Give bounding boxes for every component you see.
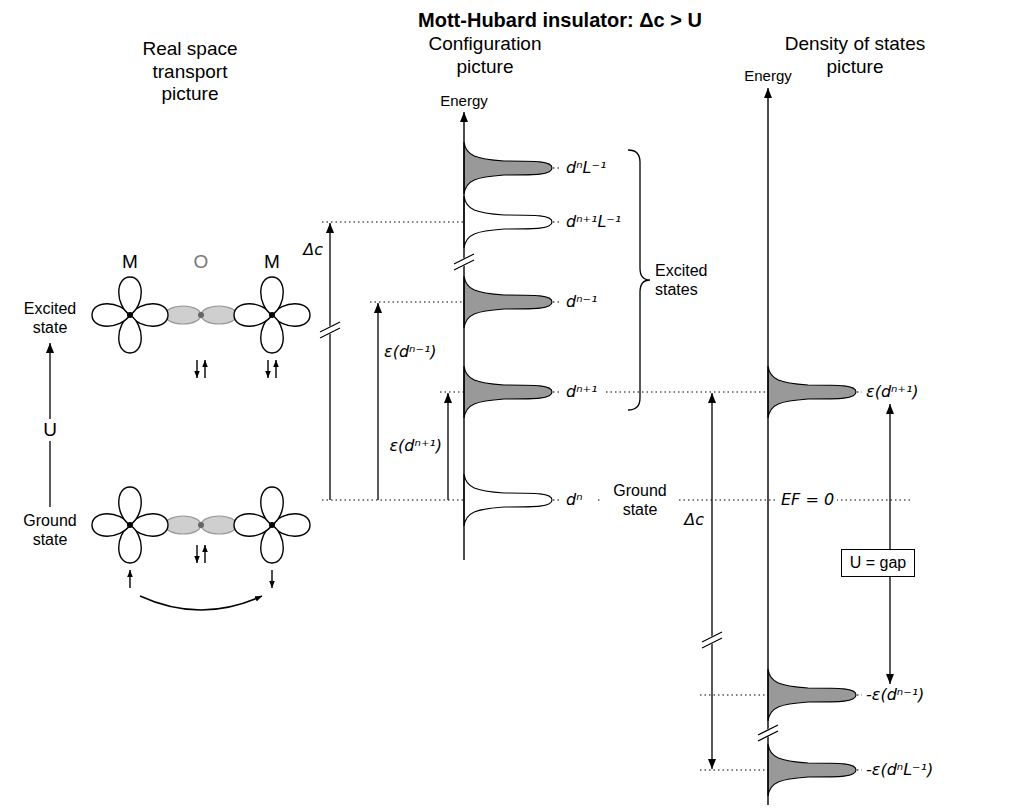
atom-label: M (122, 251, 138, 274)
state-label: Ground state (602, 481, 678, 519)
metal-orbital (234, 487, 310, 563)
energy-arrows (330, 223, 890, 769)
energy-label: ε(dⁿ⁻¹) (384, 342, 437, 361)
configuration-label: dⁿL⁻¹ (566, 158, 606, 177)
configuration-label: dⁿ⁺¹L⁻¹ (566, 212, 621, 231)
state-label: Ground state (10, 511, 90, 549)
energy-axis (463, 112, 464, 560)
axis-label: Energy (440, 92, 488, 110)
metal-orbital (92, 487, 168, 563)
box-text: U = gap (850, 553, 906, 572)
hopping-arrow (140, 596, 262, 610)
bracket (628, 150, 650, 410)
axis-break (758, 725, 778, 741)
oxygen-orbital (165, 306, 237, 324)
level-lines (322, 168, 910, 770)
axis-break (454, 254, 474, 270)
panel-heading: Configuration picture (415, 33, 555, 79)
configuration-label: dⁿ (566, 490, 583, 509)
energy-label: ε(dⁿ⁺¹) (389, 436, 442, 455)
configuration-peaks (464, 142, 552, 526)
atom-label: O (194, 251, 209, 274)
dos-peak-label: ε(dⁿ⁺¹) (866, 382, 919, 401)
axis-label: Energy (744, 67, 792, 85)
energy-label: U (40, 419, 60, 442)
configuration-label: dⁿ⁺¹ (566, 382, 597, 401)
axis-break (320, 322, 340, 338)
diagram-title: Mott-Hubard insulator: Δc > U (418, 8, 702, 32)
energy-axis (767, 88, 768, 805)
spin-arrows (130, 545, 272, 610)
bracket-label: Excited states (655, 261, 735, 299)
gap-box: U = gap (841, 549, 915, 576)
spin-arrows (197, 360, 276, 378)
fermi-level-label: EF = 0 (778, 490, 837, 509)
metal-orbital (92, 277, 168, 353)
energy-label: Δc (303, 240, 323, 259)
configuration-label: dⁿ⁻¹ (566, 292, 597, 311)
dos-peak-label: -ε(dⁿ⁻¹) (866, 685, 924, 704)
dos-peaks (768, 366, 856, 796)
axis-break (702, 632, 722, 648)
panel-heading: Real space transport picture (130, 38, 250, 106)
oxygen-orbital (165, 516, 237, 534)
metal-orbital (234, 277, 310, 353)
atom-label: M (264, 251, 280, 274)
energy-label: Δc (684, 510, 704, 529)
dos-peak-label: -ε(dⁿL⁻¹) (866, 760, 933, 779)
state-label: Excited state (10, 299, 90, 337)
panel-heading: Density of states picture (765, 33, 945, 79)
